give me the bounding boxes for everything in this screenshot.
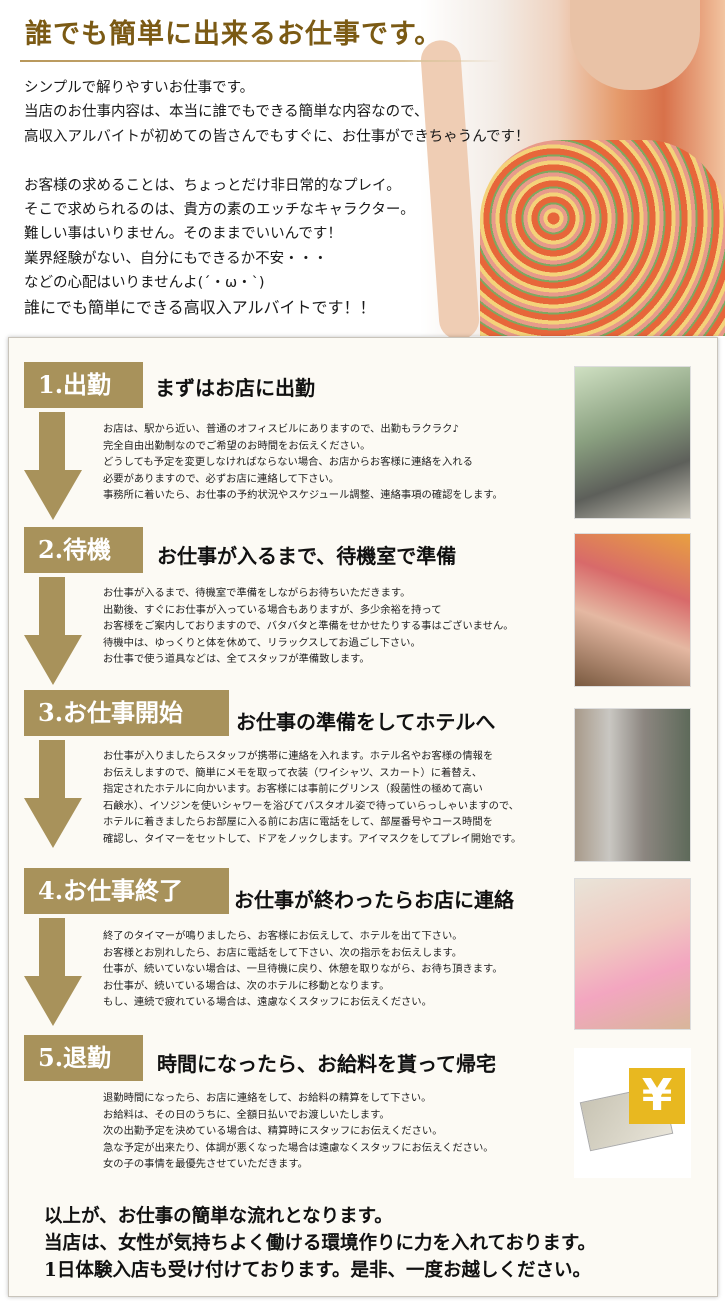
down-arrow-icon [24,577,82,685]
step-5-title: 時間になったら、お給料を貰って帰宅 [157,1052,496,1076]
step-2-body: お仕事が入るまで、待機室で準備をしながらお待ちいただきます。 出勤後、すぐにお仕… [103,587,514,666]
step-2-photo [574,533,691,687]
step-3-title: お仕事の準備をしてホテルへ [236,710,496,734]
intro-line: シンプルで解りやすいお仕事です。 [24,80,255,96]
step-1-body: お店は、駅から近い、普通のオフィスビルにありますので、出勤もラクラク♪ 完全自由… [103,423,503,502]
step-1-label: 1.出勤 [24,362,143,408]
intro-line: 難しい事はいりません。そのままでいいんです！ [24,226,342,243]
step-5-label: 5.退勤 [24,1035,143,1081]
step-1-title: まずはお店に出勤 [155,376,315,400]
step-3-photo [574,708,691,862]
step-3-body: お仕事が入りましたらスタッフが携帯に連絡を入れます。ホテル名やお客様の情報を お… [103,750,522,845]
step-1-photo [574,366,691,519]
step-4-title: お仕事が終わったらお店に連絡 [234,888,514,912]
intro-text: シンプルで解りやすいお仕事です。当店のお仕事内容は、本当に誰でもできる簡単な内容… [24,76,529,320]
step-5-body: 退勤時間になったら、お店に連絡をして、お給料の精算をして下さい。 お給料は、その… [103,1092,494,1171]
down-arrow-icon [24,918,82,1028]
intro-line: などの心配はいりませんよ(´・ω・`) [24,275,265,292]
step-4-photo [574,878,691,1030]
hero-woman-photo [419,0,725,342]
intro-line: 誰にでも簡単にできる高収入アルバイトです！！ [24,297,376,317]
intro-line: 高収入アルバイトが初めての皆さんでもすぐに、お仕事ができちゃうんです！ [24,128,530,145]
closing-message: 以上が、お仕事の簡単な流れとなります。 当店は、女性が気持ちよく働ける環境作りに… [44,1206,597,1281]
title-divider [20,60,500,62]
yen-icon: ¥ [629,1068,685,1124]
down-arrow-icon [24,740,82,850]
step-2-title: お仕事が入るまで、待機室で準備 [157,544,457,568]
down-arrow-icon [24,412,82,520]
intro-line: お客様の求めることは、ちょっとだけ非日常的なプレイ。 [24,177,401,194]
step-4-body: 終了のタイマーが鳴りましたら、お客様にお伝えして、ホテルを出て下さい。 お客様と… [103,930,503,1009]
intro-spacer [24,149,529,173]
intro-line: 当店のお仕事内容は、本当に誰でもできる簡単な内容なので、 [24,104,429,121]
intro-line: そこで求められるのは、貴方の素のエッチなキャラクター。 [24,201,415,218]
step-4-label: 4.お仕事終了 [24,868,229,914]
step-2-label: 2.待機 [24,527,143,573]
intro-line: 業界経験がない、自分にもできるか不安・・・ [24,250,328,267]
step-3-label: 3.お仕事開始 [24,690,229,736]
page-title: 誰でも簡単に出来るお仕事です。 [25,19,443,50]
money-yen-photo: ¥ [574,1048,691,1178]
